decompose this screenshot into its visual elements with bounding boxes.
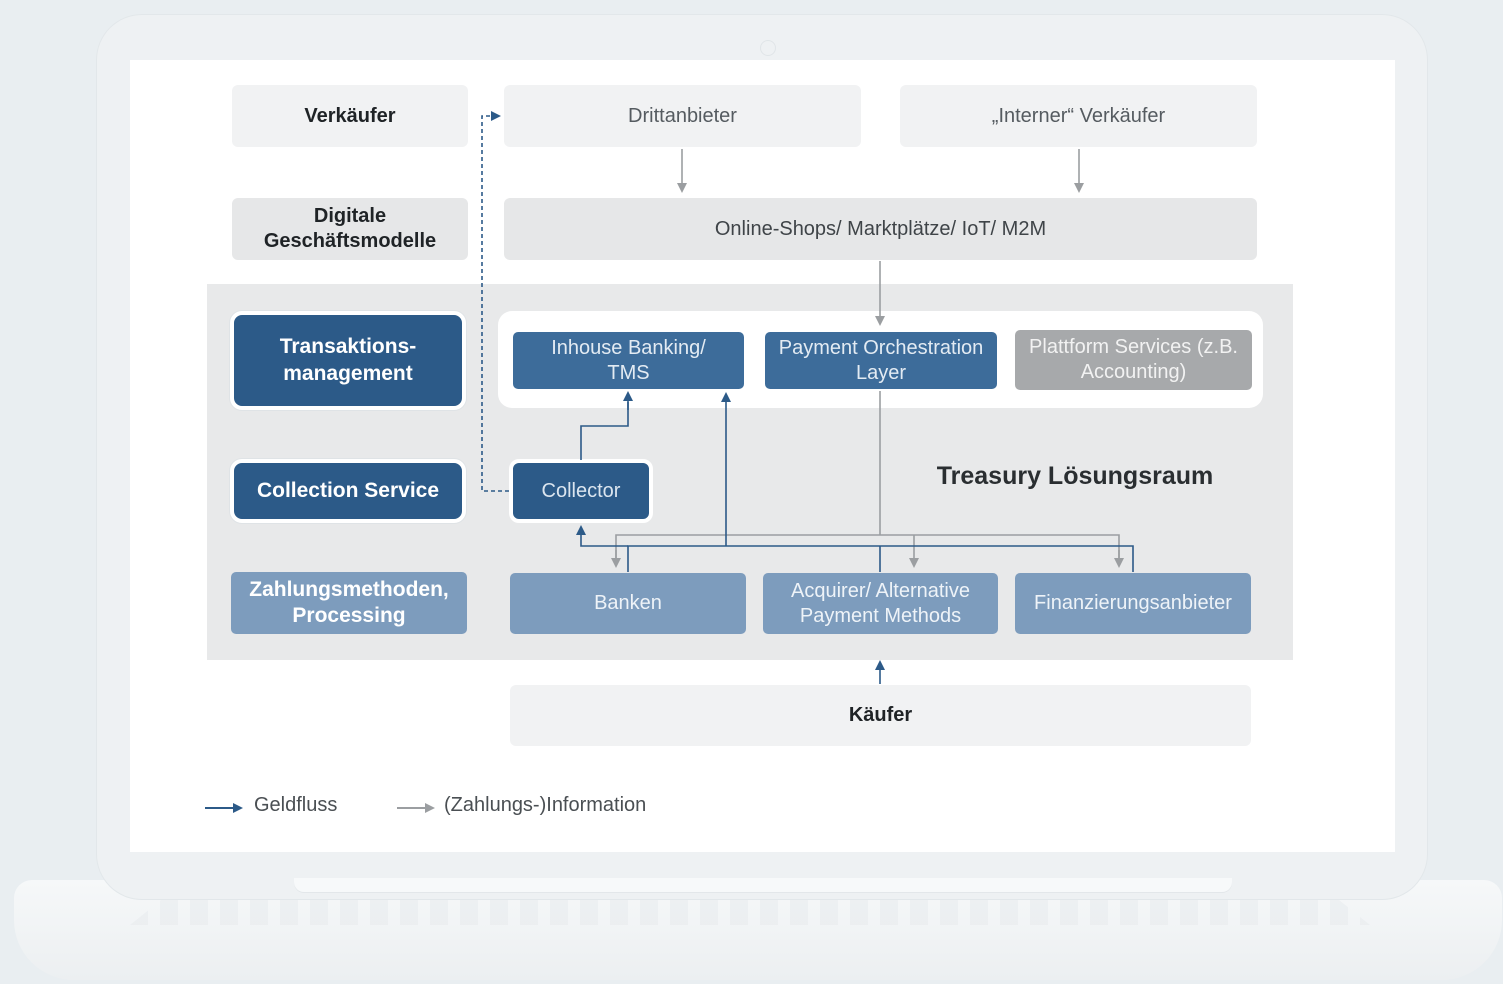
line-info-distribution (615, 534, 1120, 562)
treasury-solution-space-label: Treasury Lösungsraum (936, 462, 1214, 490)
laptop-hinge (294, 878, 1232, 892)
arrow-money-to-collector (576, 525, 628, 547)
legend-information-label: (Zahlungs-)Information (444, 794, 647, 816)
node-payment-orchestration: Payment Orchestration Layer (765, 332, 997, 389)
node-kaeufer: Käufer (510, 685, 1251, 746)
row-label-digitale-geschaeftsmodelle: Digitale Geschäftsmodelle (232, 198, 468, 260)
line-collector-to-inhouse (580, 402, 629, 460)
node-interner-verkaeufer: „Interner“ Verkäufer (900, 85, 1257, 147)
row-label-collection-service: Collection Service (230, 459, 466, 523)
camera-icon (760, 40, 776, 56)
row-label-zahlungsmethoden: Zahlungsmethoden, Processing (231, 572, 467, 634)
node-online-shops: Online-Shops/ Marktplätze/ IoT/ M2M (504, 198, 1257, 260)
row-label-verkaeufer: Verkäufer (232, 85, 468, 147)
laptop-keyboard (130, 895, 1370, 925)
node-collector: Collector (509, 459, 653, 523)
row-label-transaktionsmanagement: Transaktions-management (230, 311, 466, 410)
node-plattform-services: Plattform Services (z.B. Accounting) (1015, 330, 1252, 390)
node-banken: Banken (510, 573, 746, 634)
node-finanzierungsanbieter: Finanzierungsanbieter (1015, 573, 1251, 634)
node-inhouse-banking: Inhouse Banking/ TMS (513, 332, 744, 389)
arrow-collector-to-drittanbieter (481, 111, 509, 492)
node-acquirer: Acquirer/ Alternative Payment Methods (763, 573, 998, 634)
node-drittanbieter: Drittanbieter (504, 85, 861, 147)
legend-money-flow-label: Geldfluss (254, 794, 338, 816)
